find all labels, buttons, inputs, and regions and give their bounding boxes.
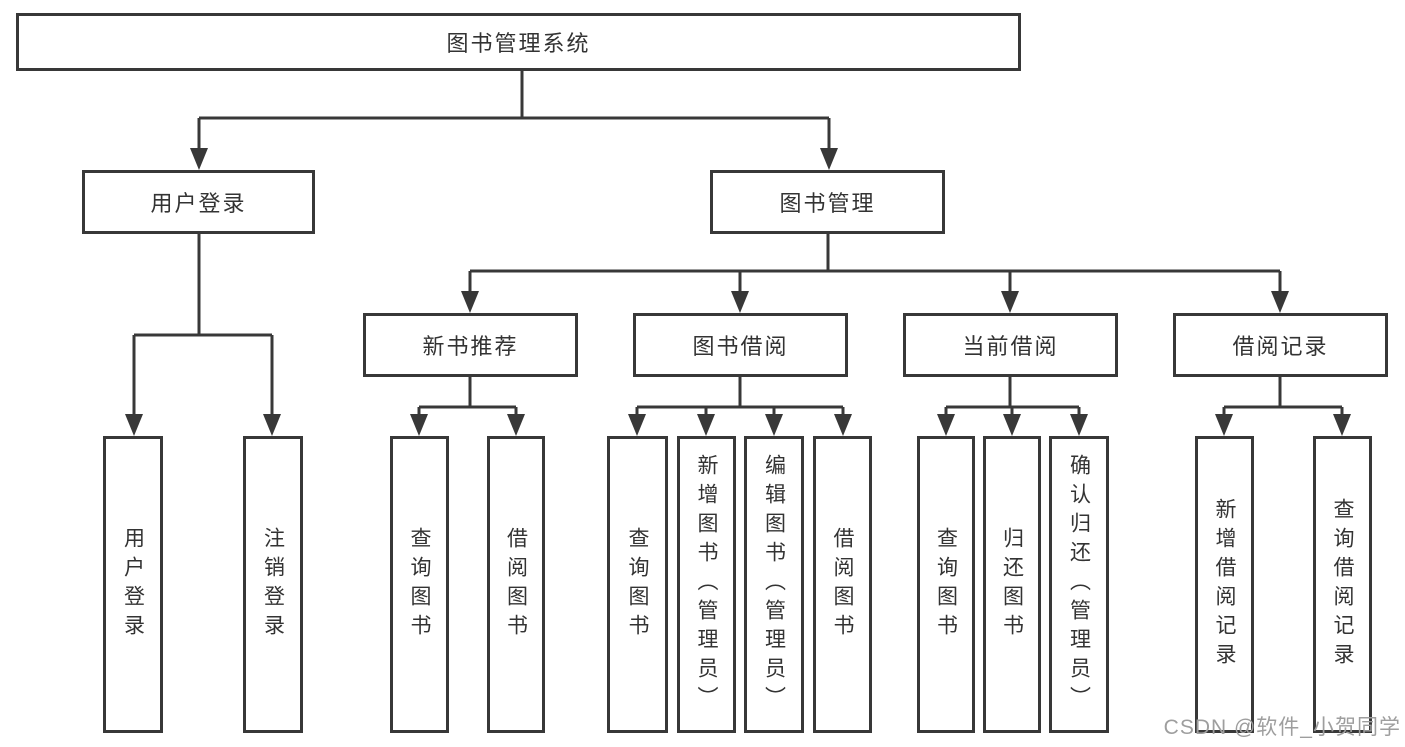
leaf-add-borrow-record-label: 新增借阅记录	[1213, 497, 1236, 672]
leaf-add-borrow-record: 新增借阅记录	[1195, 436, 1254, 733]
leaf-logout-label: 注销登录	[261, 526, 285, 643]
leaf-return-books-label: 归还图书	[1000, 526, 1024, 643]
leaf-query-books-2-label: 查询图书	[626, 526, 649, 643]
arrow-down-icon	[190, 148, 208, 170]
node-root: 图书管理系统	[16, 13, 1021, 71]
arrow-down-icon	[1333, 414, 1351, 436]
leaf-edit-books-admin-label: 编辑图书（管理员）	[762, 454, 786, 715]
arrow-down-icon	[937, 414, 955, 436]
leaf-query-books-2: 查询图书	[607, 436, 668, 733]
node-root-label: 图书管理系统	[446, 31, 591, 56]
arrow-down-icon	[834, 414, 852, 436]
node-user-login-label: 用户登录	[150, 191, 247, 216]
node-user-login: 用户登录	[82, 170, 315, 234]
leaf-user-login-label: 用户登录	[121, 526, 145, 643]
leaf-query-borrow-record: 查询借阅记录	[1313, 436, 1372, 733]
leaf-query-books-3-label: 查询图书	[934, 526, 958, 643]
node-book-borrow: 图书借阅	[633, 313, 848, 377]
leaf-add-books-admin-label: 新增图书（管理员）	[695, 454, 718, 715]
arrow-down-icon	[1070, 414, 1088, 436]
node-book-management-label: 图书管理	[779, 191, 876, 216]
leaf-edit-books-admin: 编辑图书（管理员）	[744, 436, 804, 733]
leaf-confirm-return-admin-label: 确认归还（管理员）	[1067, 454, 1091, 715]
leaf-query-books-3: 查询图书	[917, 436, 975, 733]
connector-borrow-records-split	[1222, 377, 1344, 416]
connector-user-login-split	[132, 234, 274, 416]
csdn-watermark: CSDN @软件_小贺同学	[1163, 716, 1401, 739]
leaf-borrow-books-1-label: 借阅图书	[504, 526, 528, 643]
node-borrow-records-label: 借阅记录	[1232, 334, 1329, 359]
leaf-user-login: 用户登录	[103, 436, 163, 733]
leaf-query-books-1: 查询图书	[390, 436, 449, 733]
arrow-down-icon	[461, 291, 479, 313]
node-current-borrow-label: 当前借阅	[962, 334, 1059, 359]
node-new-book-recommend: 新书推荐	[363, 313, 578, 377]
arrow-down-icon	[697, 414, 715, 436]
arrow-down-icon	[125, 414, 143, 436]
node-book-borrow-label: 图书借阅	[692, 334, 789, 359]
arrow-down-icon	[628, 414, 646, 436]
leaf-add-books-admin: 新增图书（管理员）	[677, 436, 736, 733]
arrow-down-icon	[507, 414, 525, 436]
arrow-down-icon	[731, 291, 749, 313]
node-current-borrow: 当前借阅	[903, 313, 1118, 377]
connector-book-borrow-split	[635, 377, 845, 416]
leaf-borrow-books-2-label: 借阅图书	[831, 526, 854, 643]
arrow-down-icon	[820, 148, 838, 170]
arrow-down-icon	[1271, 291, 1289, 313]
leaf-query-books-1-label: 查询图书	[408, 526, 431, 643]
arrow-down-icon	[1215, 414, 1233, 436]
leaf-borrow-books-2: 借阅图书	[813, 436, 872, 733]
arrow-down-icon	[1001, 291, 1019, 313]
node-book-management: 图书管理	[710, 170, 945, 234]
connector-new-books-split	[417, 377, 518, 416]
leaf-query-borrow-record-label: 查询借阅记录	[1331, 497, 1354, 672]
connector-current-borrow-split	[944, 377, 1081, 416]
connector-root-split	[197, 71, 831, 150]
leaf-confirm-return-admin: 确认归还（管理员）	[1049, 436, 1109, 733]
leaf-return-books: 归还图书	[983, 436, 1041, 733]
arrow-down-icon	[410, 414, 428, 436]
arrow-down-icon	[1003, 414, 1021, 436]
arrow-down-icon	[765, 414, 783, 436]
arrow-down-icon	[263, 414, 281, 436]
leaf-logout: 注销登录	[243, 436, 303, 733]
node-borrow-records: 借阅记录	[1173, 313, 1388, 377]
leaf-borrow-books-1: 借阅图书	[487, 436, 545, 733]
node-new-book-recommend-label: 新书推荐	[422, 334, 519, 359]
connector-book-mgmt-split	[468, 234, 1282, 293]
